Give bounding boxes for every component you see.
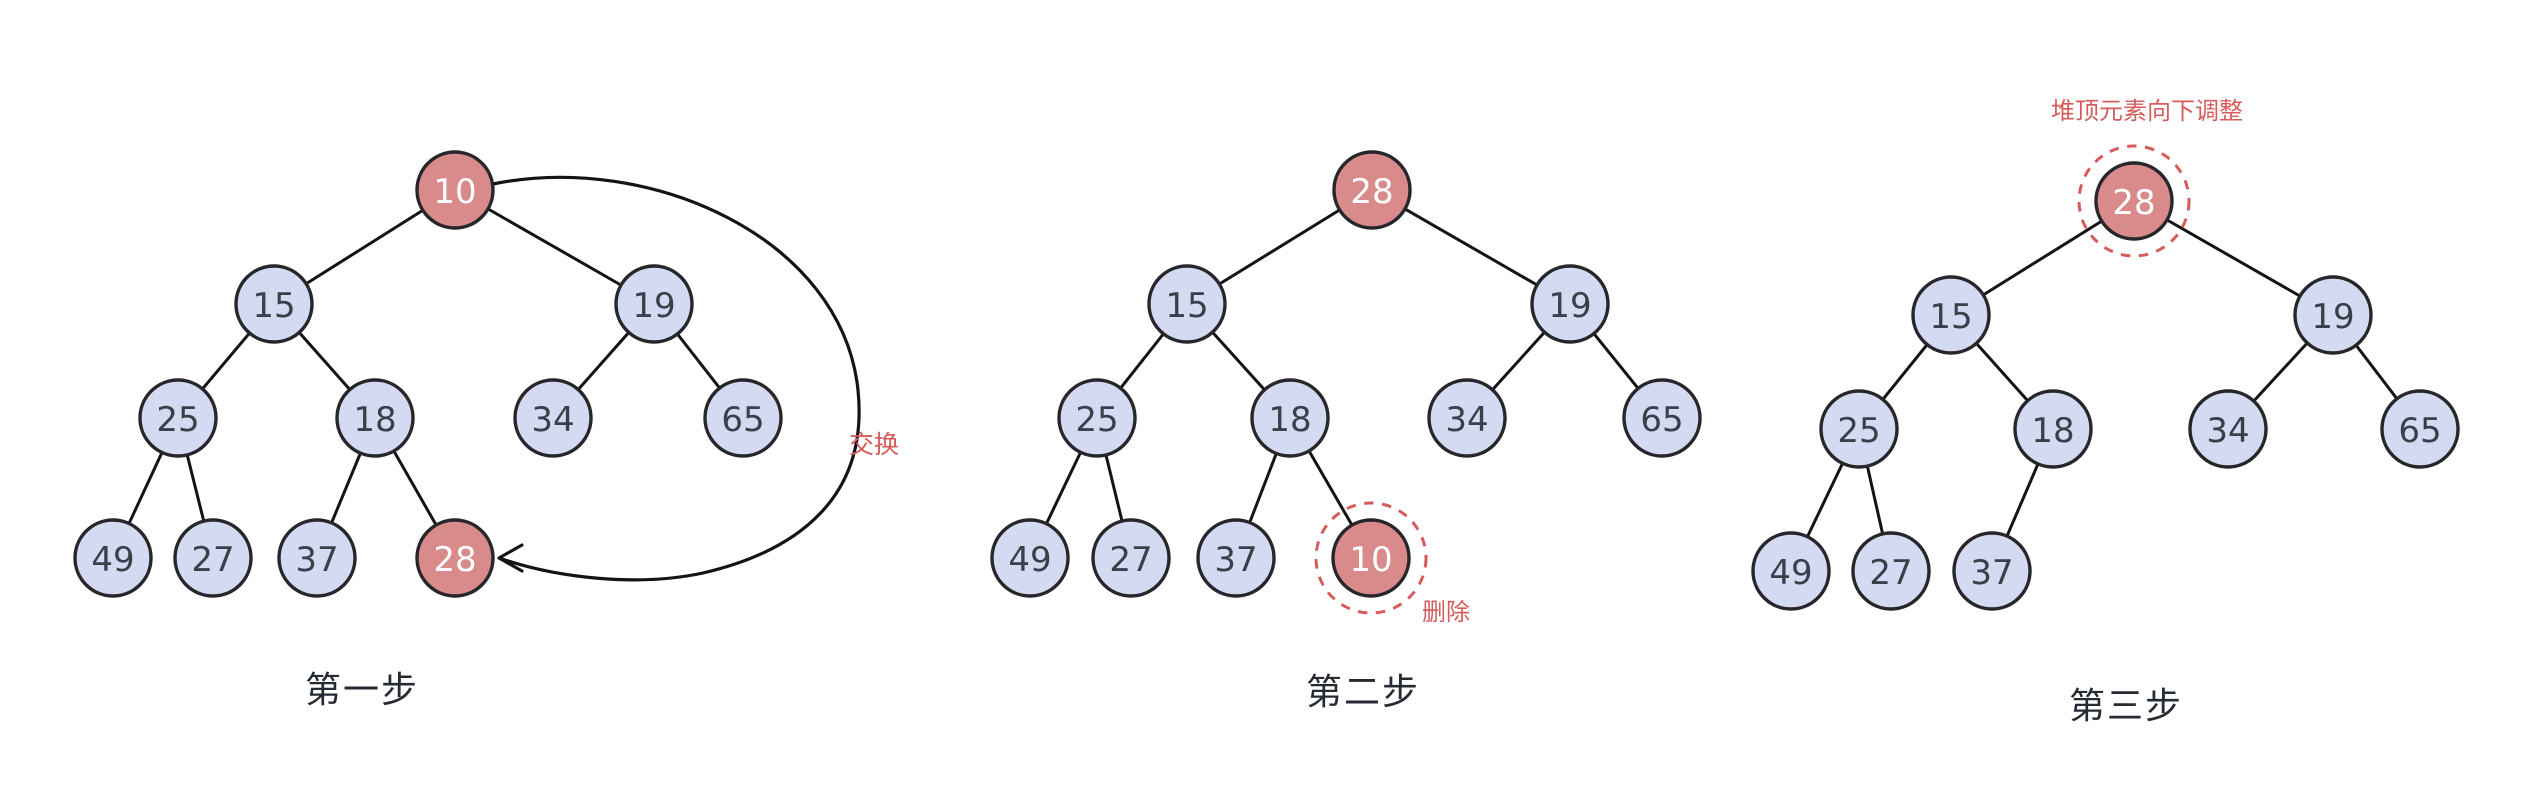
tree-node-value: 49: [91, 540, 134, 580]
tree-node-28: [2094, 161, 2174, 241]
tree-node-value: 34: [531, 400, 574, 440]
tree-node-value: 18: [353, 400, 396, 440]
tree-node-34: [2188, 389, 2268, 469]
tree-node-value: 19: [632, 286, 675, 326]
tree-node-value: 15: [252, 286, 295, 326]
step-1-label: 第一步: [304, 670, 420, 711]
swap-arrow-curve: [491, 175, 861, 582]
tree-node-65: [703, 378, 783, 458]
tree-node-28: [415, 518, 495, 598]
tree-node-19: [614, 264, 694, 344]
tree-node-value: 10: [433, 172, 476, 212]
tree-node-value: 49: [1769, 553, 1812, 593]
tree-node-15: [1147, 264, 1227, 344]
tree-node-37: [1196, 518, 1276, 598]
dashed-highlight-ring: [1314, 501, 1428, 615]
tree-node-18: [2013, 389, 2093, 469]
tree-node-25: [1057, 378, 1137, 458]
tree-node-value: 27: [1109, 540, 1152, 580]
tree-node-10: [415, 150, 495, 230]
swap-arrowhead-icon: [497, 543, 524, 573]
tree-node-value: 15: [1165, 286, 1208, 326]
tree-node-49: [73, 518, 153, 598]
tree-node-value: 34: [1445, 400, 1488, 440]
step-2-label: 第二步: [1305, 672, 1421, 713]
tree-node-value: 37: [295, 540, 338, 580]
step-3-label: 第三步: [2068, 686, 2184, 727]
tree-node-value: 28: [1350, 172, 1393, 212]
tree-step-3: 28 15 19 25 18 34 65 49 27 37 堆顶元素向下调整: [1751, 97, 2460, 611]
tree-node-15: [234, 264, 314, 344]
tree-node-18: [335, 378, 415, 458]
tree-node-27: [173, 518, 253, 598]
tree-step-1: 10 15 19 25 18 34 65 49 27 37 28 交换: [73, 150, 899, 598]
tree-node-value: 10: [1349, 540, 1392, 580]
tree-node-value: 25: [1837, 411, 1880, 451]
tree-node-value: 19: [2311, 297, 2354, 337]
tree-node-value: 37: [1970, 553, 2013, 593]
dashed-highlight-ring: [2077, 144, 2191, 258]
tree-node-value: 27: [1869, 553, 1912, 593]
tree-node-value: 25: [156, 400, 199, 440]
tree-node-value: 27: [191, 540, 234, 580]
tree-node-25: [1819, 389, 1899, 469]
swap-annotation: 交换: [849, 430, 899, 459]
tree-step-2: 28 15 19 25 18 34 65 49 27 37 10 删除: [990, 150, 1702, 626]
tree-node-value: 25: [1075, 400, 1118, 440]
tree-node-18: [1250, 378, 1330, 458]
tree-node-value: 18: [2031, 411, 2074, 451]
tree-node-65: [2380, 389, 2460, 469]
tree-node-value: 28: [433, 540, 476, 580]
sift-down-annotation: 堆顶元素向下调整: [2051, 97, 2243, 125]
tree-node-15: [1911, 275, 1991, 355]
tree-node-65: [1622, 378, 1702, 458]
tree-node-value: 28: [2112, 183, 2155, 223]
tree-node-27: [1851, 531, 1931, 611]
tree-node-19: [2293, 275, 2373, 355]
tree-node-value: 34: [2206, 411, 2249, 451]
tree-node-25: [138, 378, 218, 458]
tree-node-37: [1952, 531, 2032, 611]
delete-annotation: 删除: [1422, 598, 1470, 626]
tree-node-value: 18: [1268, 400, 1311, 440]
tree-node-value: 49: [1008, 540, 1051, 580]
tree-node-value: 19: [1548, 286, 1591, 326]
tree-node-value: 37: [1214, 540, 1257, 580]
tree-node-49: [990, 518, 1070, 598]
tree-node-34: [1427, 378, 1507, 458]
tree-node-27: [1091, 518, 1171, 598]
tree-node-value: 65: [721, 400, 764, 440]
tree-node-value: 15: [1929, 297, 1972, 337]
tree-node-10: [1331, 518, 1411, 598]
tree-node-19: [1530, 264, 1610, 344]
tree-node-37: [277, 518, 357, 598]
tree-node-value: 65: [1640, 400, 1683, 440]
tree-node-28: [1332, 150, 1412, 230]
tree-node-34: [513, 378, 593, 458]
tree-node-49: [1751, 531, 1831, 611]
tree-node-value: 65: [2398, 411, 2441, 451]
